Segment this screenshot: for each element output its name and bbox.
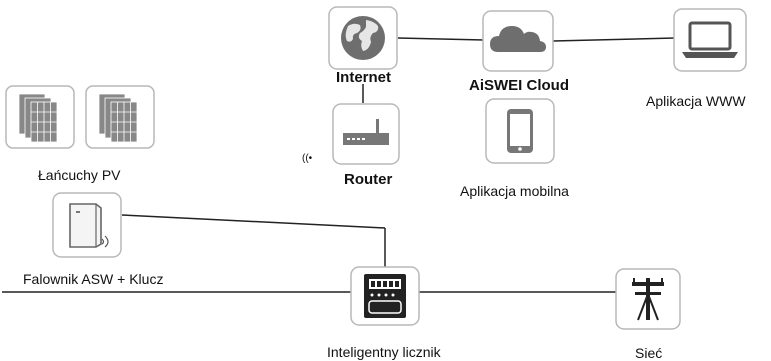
router-signal: ((•	[302, 153, 313, 164]
solar-panel-icon	[5, 85, 75, 149]
inverter-label: Falownik ASW + Klucz	[23, 271, 164, 287]
smartphone-icon	[485, 98, 555, 164]
router-icon	[332, 103, 400, 165]
line-inverter-meter-horizontal	[121, 214, 386, 229]
smart-meter-label: Inteligentny licznik	[327, 344, 441, 360]
power-pole-icon	[615, 268, 681, 330]
laptop-icon	[673, 8, 747, 72]
inverter-icon	[52, 192, 122, 258]
grid-label: Sieć	[635, 345, 663, 361]
pv-strings-label: Łańcuchy PV	[38, 167, 121, 183]
cloud-label: AiSWEI Cloud	[469, 77, 569, 94]
web-app-label: Aplikacja WWW	[646, 93, 746, 109]
line-cloud-laptop	[552, 37, 676, 42]
line-internet-cloud	[397, 37, 485, 41]
mobile-app-label: Aplikacja mobilna	[460, 183, 569, 199]
cloud-icon	[482, 10, 554, 72]
internet-label: Internet	[336, 69, 392, 86]
solar-panel-icon	[85, 85, 155, 149]
smart-meter-icon	[350, 266, 420, 326]
router-label: Router	[344, 171, 393, 188]
globe-icon	[328, 6, 398, 70]
